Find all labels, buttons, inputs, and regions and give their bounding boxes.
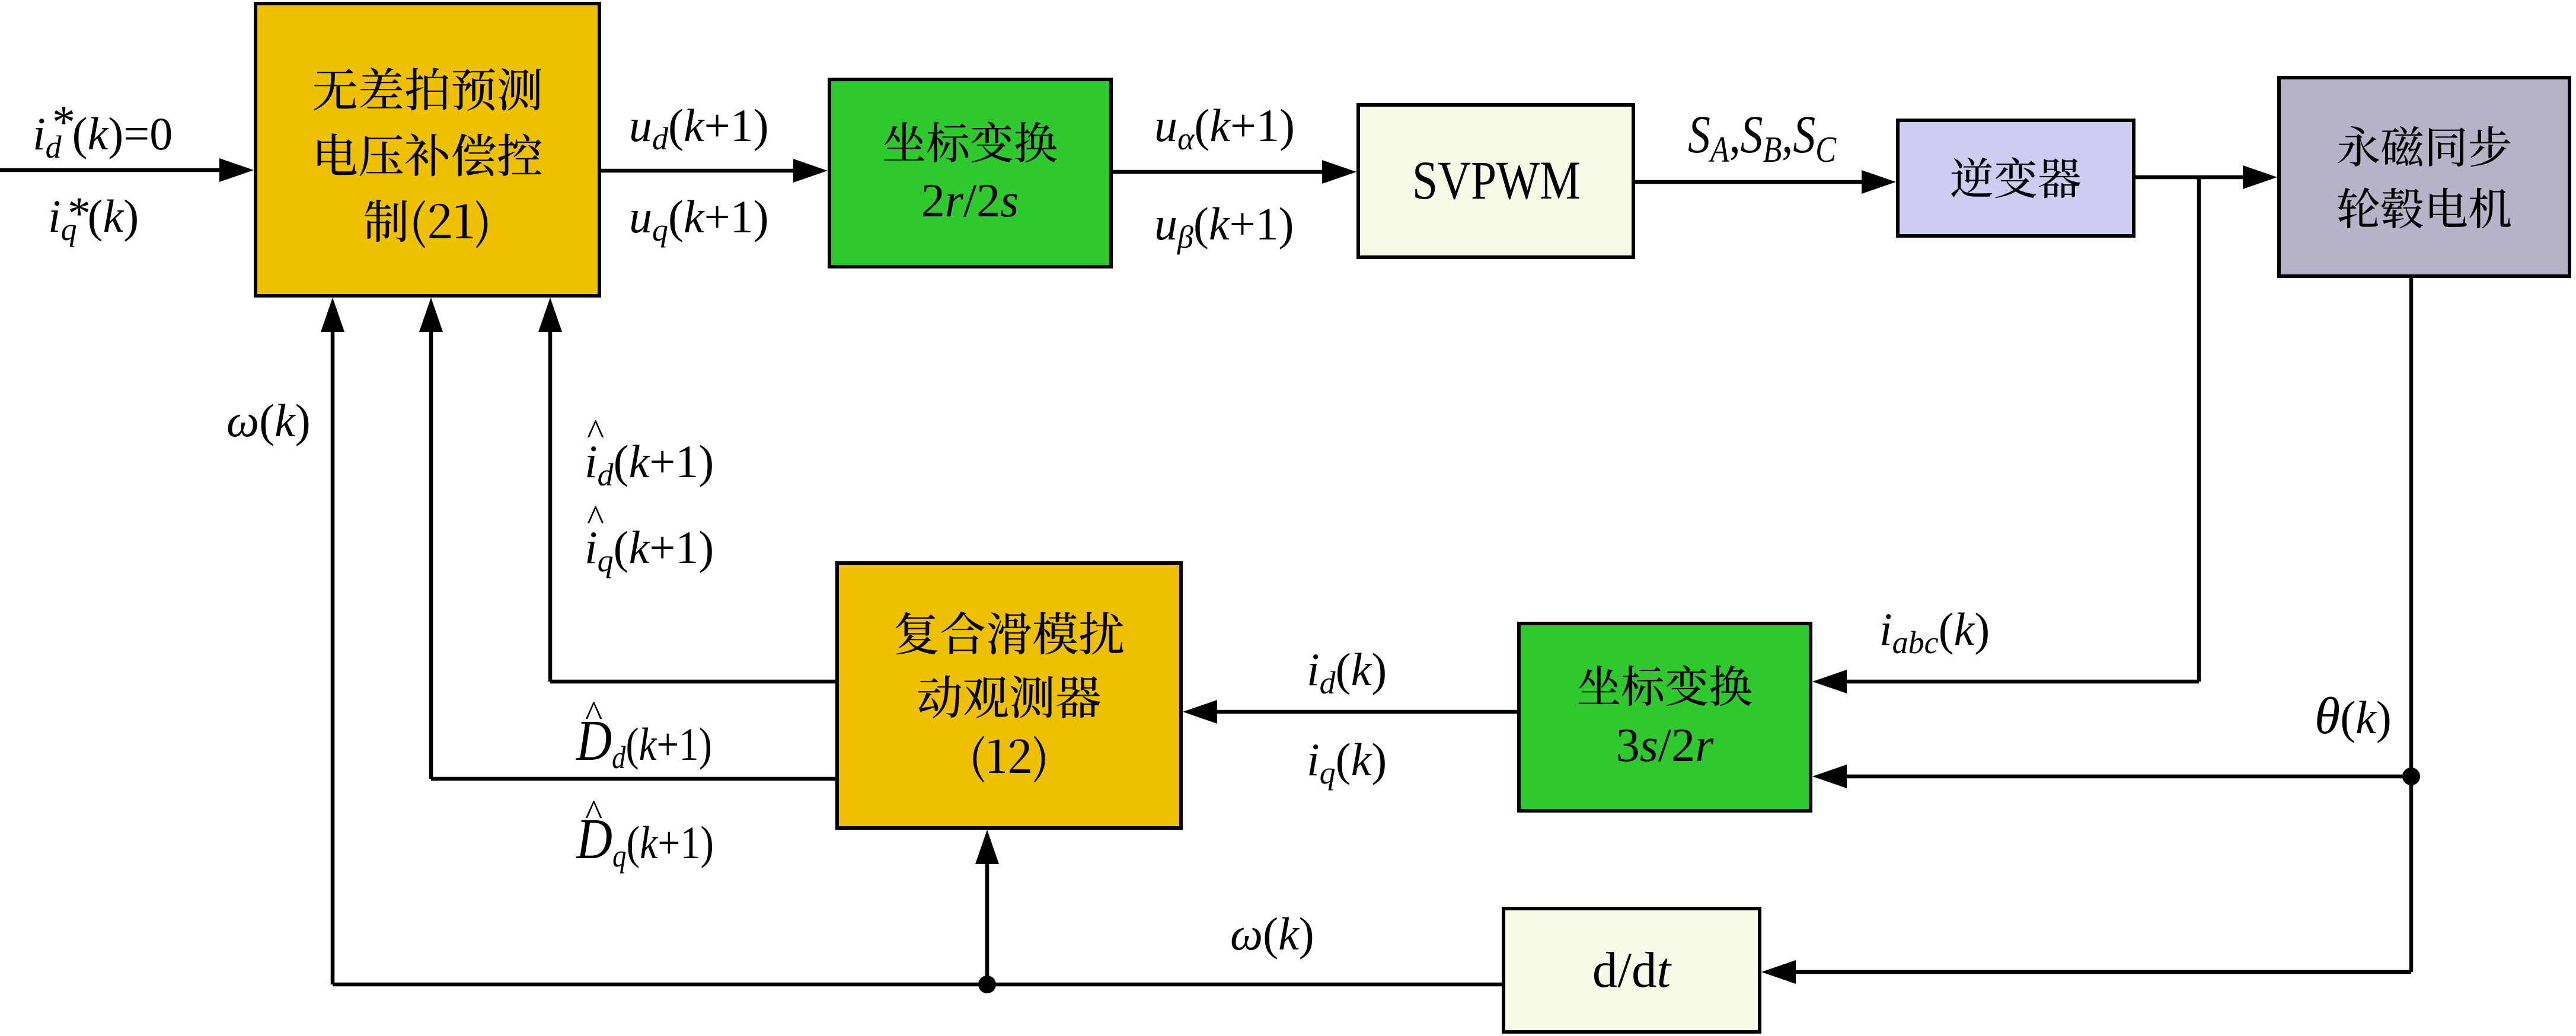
svg-text:ud(k+1): ud(k+1) <box>629 100 769 156</box>
svg-text:uq(k+1): uq(k+1) <box>629 191 769 248</box>
svg-text:^: ^ <box>587 413 604 453</box>
svg-text:uβ(k+1): uβ(k+1) <box>1154 198 1294 255</box>
svg-text:ω(k): ω(k) <box>1230 908 1314 960</box>
svg-text:uα(k+1): uα(k+1) <box>1154 100 1295 156</box>
svg-text:iq(k+1): iq(k+1) <box>585 522 714 578</box>
svg-text:d/dt: d/dt <box>1592 942 1672 998</box>
svg-text:^: ^ <box>585 694 602 734</box>
svg-text:^: ^ <box>587 498 604 539</box>
svg-text:*: * <box>68 187 91 239</box>
svg-text:iabc(k): iabc(k) <box>1879 603 1990 660</box>
svg-text:id(k+1): id(k+1) <box>585 436 714 493</box>
svg-text:iq(k): iq(k) <box>48 190 139 247</box>
svg-text:Dq(k+1): Dq(k+1) <box>575 807 714 874</box>
svg-text:*: * <box>52 96 75 148</box>
svg-text:SA,SB,SC: SA,SB,SC <box>1688 105 1837 170</box>
svg-text:SVPWM: SVPWM <box>1412 150 1581 210</box>
svg-text:ω(k): ω(k) <box>226 395 311 446</box>
svg-text:^: ^ <box>585 793 602 833</box>
svg-text:id(k)=0: id(k)=0 <box>33 108 173 165</box>
svg-text:id(k): id(k) <box>1307 644 1387 701</box>
svg-text:iq(k): iq(k) <box>1307 734 1387 791</box>
svg-text:3s/2r: 3s/2r <box>1616 720 1714 772</box>
svg-text:Dd(k+1): Dd(k+1) <box>575 709 712 775</box>
svg-text:2r/2s: 2r/2s <box>921 175 1019 227</box>
svg-text:θ(k): θ(k) <box>2315 688 2392 745</box>
